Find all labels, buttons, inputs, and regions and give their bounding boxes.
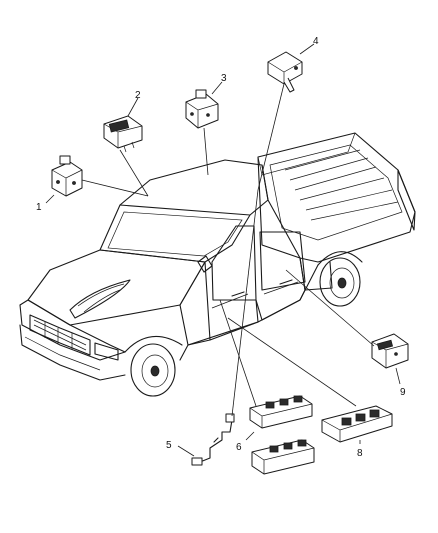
part-2-switch [103,115,143,153]
callout-9: 9 [400,387,406,398]
part-3-module [185,89,219,129]
part-8-switch-module [321,405,393,443]
part-9-switch [371,333,409,369]
pickup-truck-illustration [19,132,416,397]
callout-labels: 1 2 3 4 5 6 8 9 [36,36,406,459]
callout-1: 1 [36,202,42,213]
callout-3: 3 [221,73,227,84]
part-6-window-switch [249,395,315,475]
part-5-wire-harness [191,413,235,466]
leader-lines [45,43,401,457]
callout-5: 5 [166,440,172,451]
part-1-sensor [51,155,83,197]
callout-8: 8 [357,448,363,459]
callout-4: 4 [313,36,319,47]
callout-6: 6 [236,442,242,453]
part-4-sensor [267,51,303,93]
callout-2: 2 [135,90,141,101]
